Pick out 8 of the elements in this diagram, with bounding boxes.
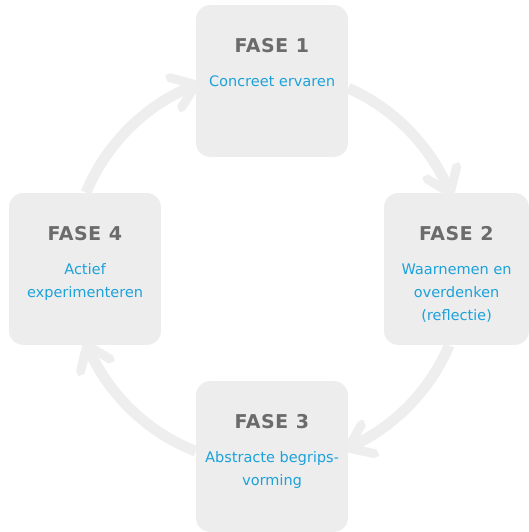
phase-description: Waarnemen en overdenken (reflectie)	[400, 261, 512, 326]
phase-heading: FASE 2	[418, 223, 494, 245]
phase-heading: FASE 4	[47, 223, 122, 245]
phase-description: Concreet ervaren	[208, 73, 336, 92]
phase-description: Actief experimenteren	[26, 261, 144, 303]
phase-description: Abstracte begrips-vorming	[204, 449, 340, 491]
phase-heading: FASE 1	[234, 35, 310, 57]
phase-heading: FASE 3	[234, 411, 310, 433]
